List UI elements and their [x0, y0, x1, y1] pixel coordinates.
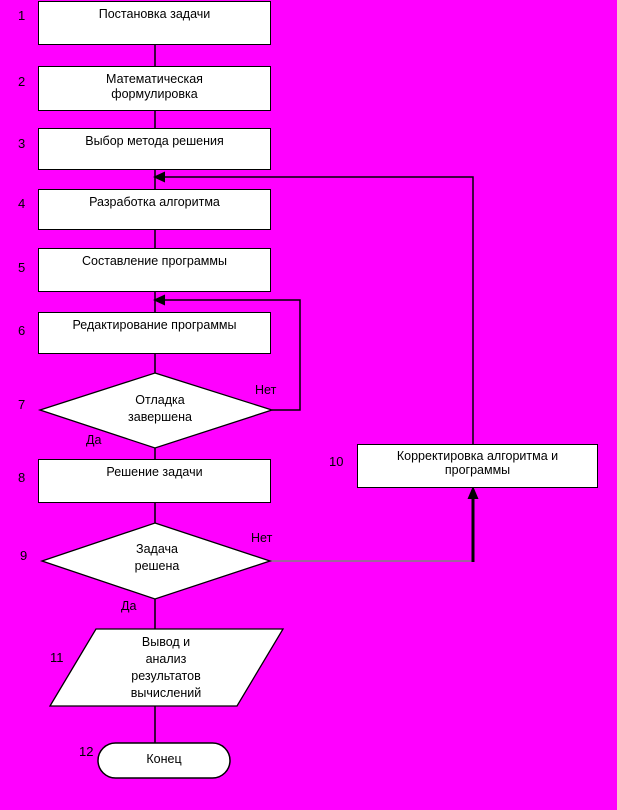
- node-2-mathematical-formulation: Математическая формулировка: [38, 66, 271, 111]
- edge-label-no-7: Нет: [255, 383, 277, 397]
- node-number-10: 10: [329, 454, 344, 469]
- node-label-line: Математическая: [106, 72, 203, 86]
- node-number-8: 8: [18, 470, 26, 485]
- io-11-shape: [48, 628, 285, 707]
- node-label-line: Корректировка алгоритма и: [396, 449, 559, 463]
- node-8-problem-solving: Решение задачи: [38, 459, 271, 503]
- node-number-11: 11: [50, 650, 64, 665]
- edge-10-back-to-4: [164, 176, 474, 444]
- node-label-line: Выбор метода решения: [85, 134, 224, 148]
- node-number-5: 5: [18, 260, 26, 275]
- terminator-12-shape: [97, 742, 231, 779]
- arrowhead-left-junction-3-4: [153, 171, 165, 183]
- node-5-program-writing: Составление программы: [38, 248, 271, 292]
- edge-label-yes-7: Да: [86, 433, 102, 447]
- node-number-9: 9: [20, 548, 28, 563]
- edge-label-no-9: Нет: [251, 531, 273, 545]
- node-label-line: программы: [444, 463, 511, 477]
- decision-7-shape: [37, 372, 275, 449]
- decision-9-shape: [39, 522, 273, 600]
- node-number-1: 1: [18, 8, 26, 23]
- node-number-2: 2: [18, 74, 26, 89]
- node-label-line: Разработка алгоритма: [89, 195, 220, 209]
- node-label-line: Составление программы: [82, 254, 227, 268]
- arrowhead-left-junction-5-6: [153, 294, 165, 306]
- arrowhead-up-into-box-10: [467, 486, 479, 499]
- node-number-7: 7: [18, 397, 26, 412]
- node-label-line: Решение задачи: [106, 465, 203, 479]
- node-number-6: 6: [18, 323, 26, 338]
- node-number-12: 12: [79, 744, 94, 759]
- node-label-line: Редактирование программы: [72, 318, 237, 332]
- node-6-program-editing: Редактирование программы: [38, 312, 271, 354]
- node-label-line: формулировка: [111, 87, 198, 101]
- node-number-4: 4: [18, 196, 26, 211]
- node-1-problem-statement: Постановка задачи: [38, 1, 271, 45]
- node-4-algorithm-development: Разработка алгоритма: [38, 189, 271, 230]
- edge-label-yes-9: Да: [121, 599, 137, 613]
- edge-7-no-loop: [164, 299, 301, 411]
- node-3-method-selection: Выбор метода решения: [38, 128, 271, 170]
- node-number-3: 3: [18, 136, 26, 151]
- node-10-correction: Корректировка алгоритма и программы: [357, 444, 598, 488]
- node-label-line: Постановка задачи: [98, 7, 211, 21]
